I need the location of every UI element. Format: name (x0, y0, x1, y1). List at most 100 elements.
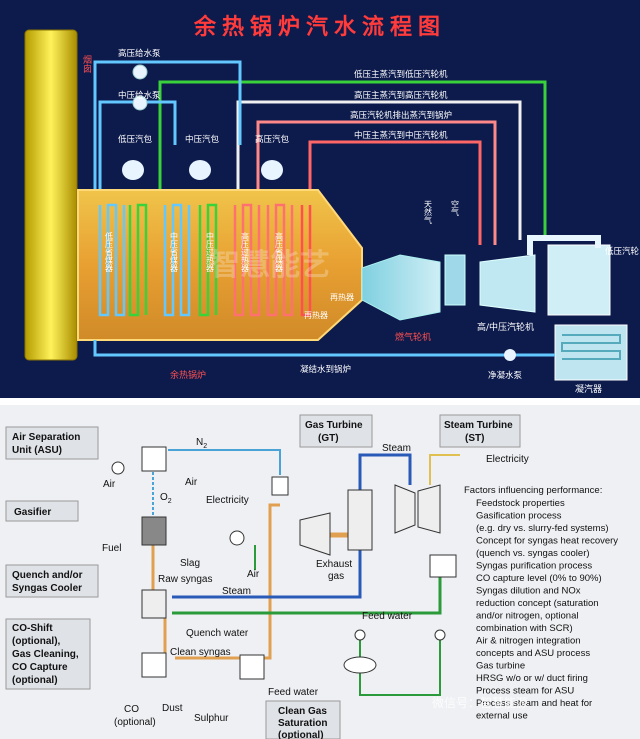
gas-turbine (361, 254, 441, 321)
clean-gas-sat-label-3: (optional) (278, 730, 324, 739)
saturator-unit (239, 654, 265, 680)
asu-box (5, 426, 99, 460)
mp-drum-label: 中压汽包 (185, 134, 220, 145)
igcc-diagram: Air Separation Unit (ASU) Gasifier Quenc… (0, 405, 640, 739)
asu-label-2: Unit (ASU) (12, 445, 62, 456)
hp-steam-label: 高压主蒸汽到高压汽轮机 (354, 90, 448, 101)
mp-drum (189, 160, 211, 180)
lp-steam-pipe (158, 80, 547, 235)
lp-steam-label: 低压主蒸汽到低压汽轮机 (354, 69, 448, 80)
hrsg-unit (347, 489, 373, 551)
co-shift-label-1: CO-Shift (12, 623, 53, 634)
co-shift-label-5: (optional) (12, 675, 58, 686)
hp-feed-pump (132, 64, 148, 80)
igcc-diagram-svg: Air Separation Unit (ASU) Gasifier Quenc… (5, 414, 618, 739)
gas-turbine-box (299, 414, 373, 448)
exhaust-gas-label-1: Exhaust (316, 559, 352, 570)
factor-line: (e.g. dry vs. slurry-fed systems) (476, 523, 609, 534)
clean-syngas-label: Clean syngas (170, 647, 231, 658)
factor-line: external use (476, 711, 528, 722)
feed-water-bottom-label: Feed water (268, 687, 319, 698)
n2-line (168, 449, 281, 475)
factor-line: Gas turbine (476, 661, 525, 672)
asu-unit (141, 446, 167, 472)
reheater-label-1: 再热器 (304, 310, 328, 320)
reheater-label-2: 再热器 (330, 292, 354, 302)
gasifier-label: Gasifier (14, 507, 51, 518)
chimney-label: 烟囱 (81, 54, 92, 74)
economizer-label-3: 中压过热器 (206, 231, 215, 273)
hrsg-label: 余热锅炉 (170, 369, 206, 381)
economizer-label-4: 高压过热器 (241, 231, 250, 273)
mp-steam-pipe (308, 140, 482, 245)
hrsg-flow-diagram: 余热锅炉汽水流程图 烟囱 低压主蒸汽到低压汽轮机 高压主蒸汽到高压汽轮机 高压汽… (0, 0, 640, 398)
hp-feed-pump-label: 高压给水泵 (118, 48, 161, 59)
chimney (24, 29, 78, 361)
hp-steam-pipe (236, 100, 522, 240)
steam-turbine-box (439, 414, 521, 448)
factor-line: Process steam and heat for (476, 698, 592, 709)
gt-label-2: (GT) (318, 433, 339, 444)
quench-water-label: Quench water (186, 628, 249, 639)
o2-label: O2 (160, 492, 172, 505)
co2-label: CO (124, 704, 139, 715)
economizer-label-1: 低压省煤器 (105, 231, 114, 273)
air-label-3: Air (247, 569, 260, 580)
hp-exhaust-pipe (256, 120, 497, 245)
natural-gas-label: 天然气 (424, 200, 433, 224)
mp-feed-pump-label: 中压给水泵 (118, 90, 161, 101)
condensate-label: 凝结水到锅炉 (300, 364, 351, 375)
co-shift-label-2: (optional), (12, 636, 61, 647)
n2-label: N2 (196, 437, 207, 450)
air-label-2: Air (185, 477, 198, 488)
lp-turbine-label: 低压汽轮 (605, 246, 640, 257)
hp-exhaust-label: 高压汽轮机排出蒸汽到锅炉 (350, 110, 452, 121)
economizer-label-2: 中压省煤器 (170, 231, 179, 273)
condensate-pump (504, 349, 516, 361)
gas-turbine-unit (299, 512, 331, 556)
factor-line: combination with SCR) (476, 623, 573, 634)
lp-turbine (547, 244, 611, 316)
factor-line: CO capture level (0% to 90%) (476, 573, 602, 584)
crossover-pipe (527, 235, 601, 255)
bottom-watermark: 微信号：智慧能源 (432, 695, 528, 710)
feed-pipe-top (93, 60, 242, 200)
diagram-title: 余热锅炉汽水流程图 (193, 14, 446, 40)
factor-line: Concept for syngas heat recovery (476, 536, 618, 547)
clean-gas-sat-box (265, 700, 341, 739)
gas-turbine-combustor (444, 254, 466, 306)
factor-line: and/or nitrogen, optional (476, 611, 578, 622)
mp-feed-pump (132, 95, 148, 111)
mp-steam-label: 中压主蒸汽到中压汽轮机 (354, 130, 448, 141)
air-compressor-icon (111, 461, 125, 475)
factor-line: Air & nitrogen integration (476, 636, 581, 647)
lp-drum (122, 160, 144, 180)
raw-syngas-label: Raw syngas (158, 574, 212, 585)
sulphur-label: Sulphur (194, 713, 229, 724)
gasifier-box (5, 500, 79, 522)
gas-turbine-label: 燃气轮机 (395, 331, 431, 343)
air-label-1: Air (103, 479, 116, 490)
st-label-1: Steam Turbine (444, 420, 513, 431)
hp-drum (261, 160, 283, 180)
co2-optional-label: (optional) (114, 717, 156, 728)
co-shift-label-4: CO Capture (12, 662, 68, 673)
steam-turbine-unit (394, 484, 416, 534)
air-label: 空气 (451, 199, 460, 216)
factor-line: Process steam for ASU (476, 686, 574, 697)
co-shift-box (5, 618, 91, 690)
factor-line: Syngas dilution and NOx (476, 586, 581, 597)
feed-water-mid-label: Feed water (362, 611, 413, 622)
economizer-label-5: 高压省煤器 (275, 231, 284, 273)
exhaust-gas-label-2: gas (328, 571, 344, 582)
electricity-right-label: Electricity (486, 454, 529, 465)
condensate-pipe (93, 340, 555, 357)
factors-title: Factors influencing performance: (464, 485, 602, 496)
top-watermark: 智慧能艺 (210, 248, 330, 283)
electricity-arrow (429, 454, 460, 485)
condenser (554, 324, 628, 381)
condenser-unit (429, 554, 457, 578)
gasifier-unit (141, 516, 167, 546)
condenser-label: 凝汽器 (575, 383, 602, 395)
